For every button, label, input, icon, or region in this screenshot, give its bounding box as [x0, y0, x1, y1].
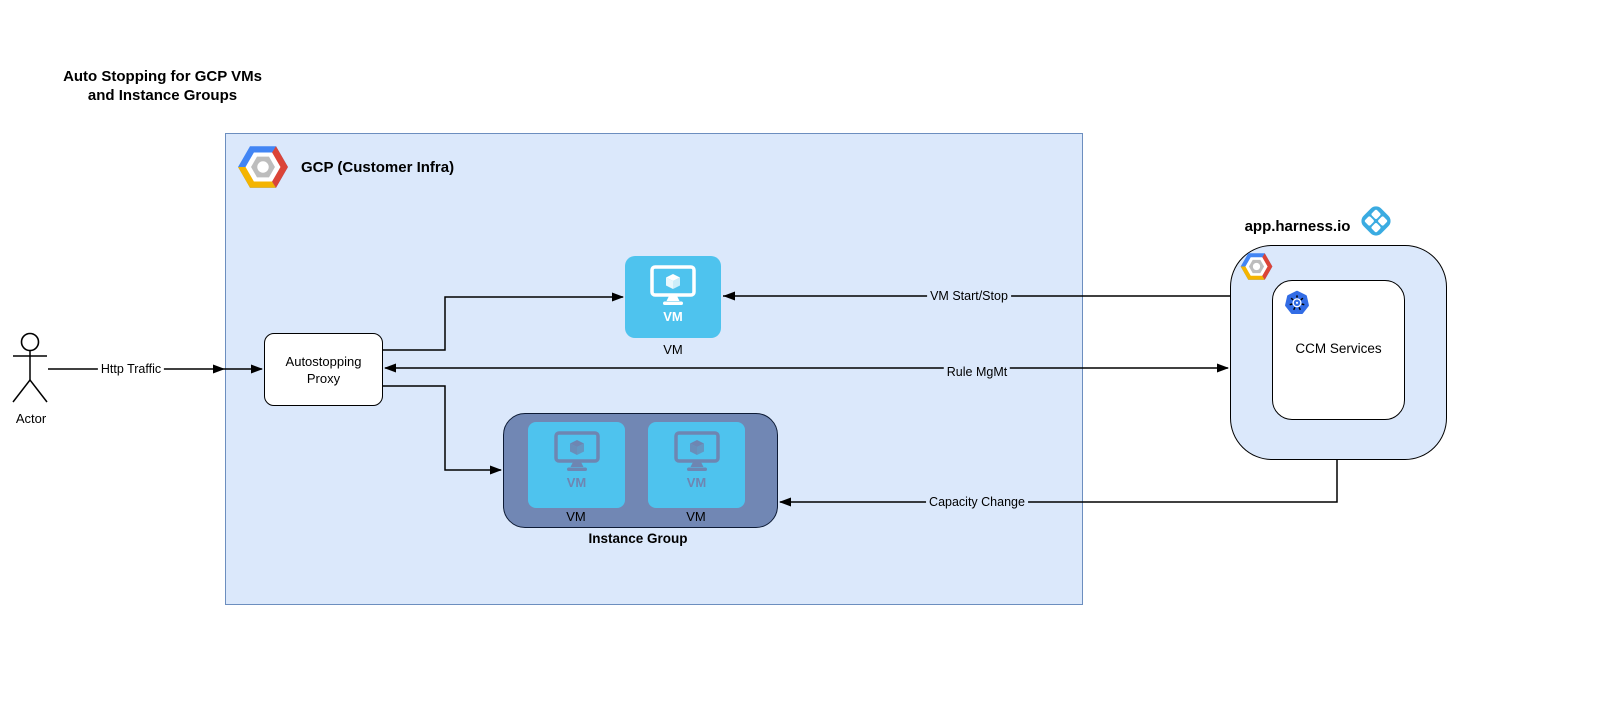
vm-node: VM — [625, 256, 721, 338]
vm-monitor-icon — [673, 431, 720, 473]
ccm-services-node: CCM Services — [1272, 280, 1405, 420]
ccm-services-label: CCM Services — [1295, 341, 1382, 356]
vm-monitor-icon — [650, 265, 696, 307]
instance-group-vm2-label: VM — [686, 509, 706, 524]
diagram-title: Auto Stopping for GCP VMs and Instance G… — [63, 68, 262, 104]
rule-mgmt-edge-label: Rule MgMt — [943, 365, 1011, 379]
actor-label: Actor — [15, 411, 47, 426]
vm-icon-label: VM — [686, 475, 707, 490]
instance-group-vm1-label: VM — [566, 509, 586, 524]
gcp-logo-icon — [1240, 253, 1273, 280]
vm-icon-label: VM — [566, 475, 587, 490]
gcp-container-label: GCP (Customer Infra) — [301, 159, 455, 176]
http-traffic-edge-label: Http Traffic — [97, 362, 165, 376]
instance-group-vm1-node: VM — [528, 422, 625, 508]
actor-figure-icon — [12, 332, 48, 403]
capacity-change-edge-label: Capacity Change — [926, 495, 1028, 509]
instance-group-label: Instance Group — [588, 531, 688, 546]
vm-node-label: VM — [663, 342, 683, 357]
autostopping-proxy-label: Autostopping Proxy — [285, 353, 362, 386]
vm-start-stop-edge-label: VM Start/Stop — [927, 289, 1011, 303]
autostopping-proxy-node: Autostopping Proxy — [264, 333, 383, 406]
vm-icon-label: VM — [663, 309, 683, 324]
harness-label: app.harness.io — [1244, 218, 1351, 235]
instance-group-vm2-node: VM — [648, 422, 745, 508]
kubernetes-icon — [1285, 290, 1309, 315]
gcp-logo-icon — [238, 146, 288, 188]
vm-monitor-icon — [553, 431, 600, 473]
harness-logo-icon — [1361, 206, 1391, 236]
